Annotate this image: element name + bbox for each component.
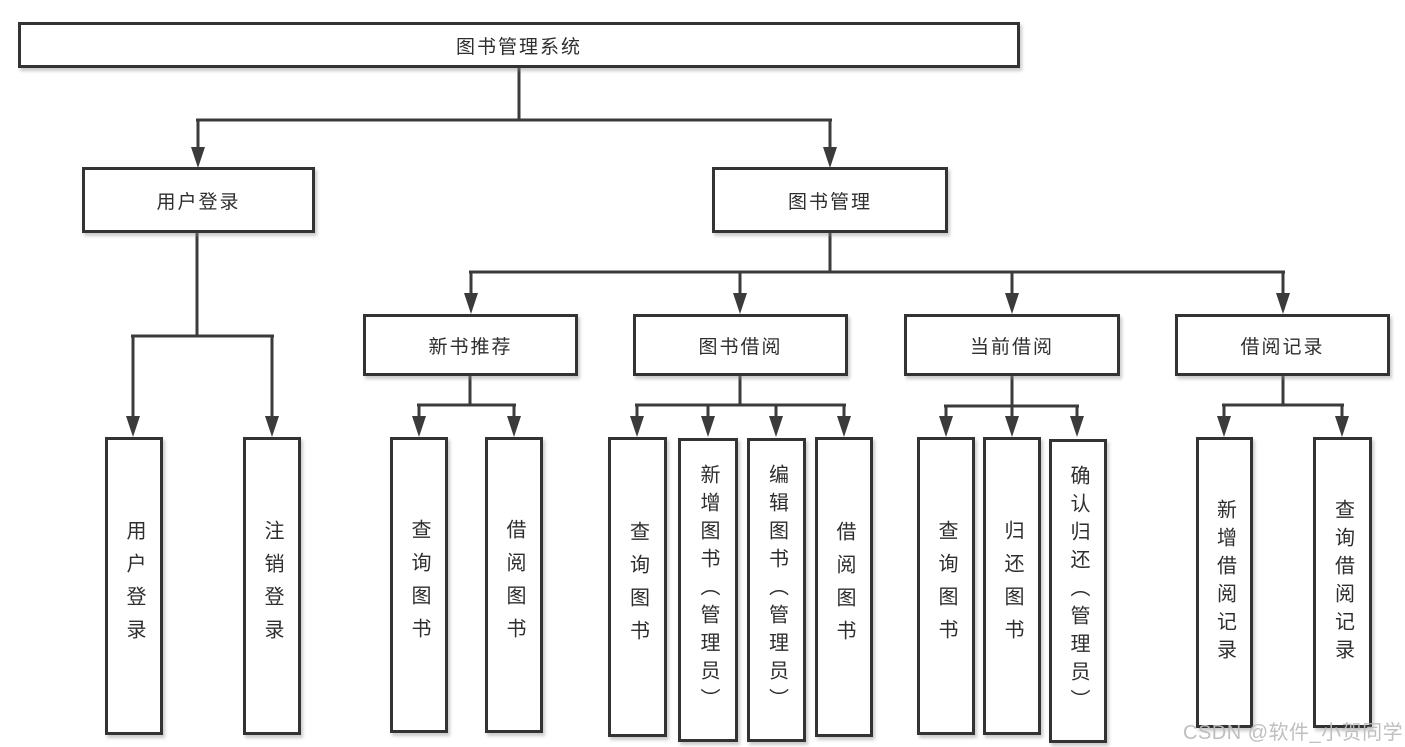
leaf-return-books: 归还图书 — [983, 437, 1041, 735]
node-user-login-label: 用户登录 — [156, 191, 241, 213]
leaf-borrowing-query-books-label: 查询图书 — [626, 521, 649, 653]
leaf-recommend-query-books-label: 查询图书 — [408, 519, 430, 651]
node-root-label: 图书管理系统 — [455, 36, 582, 58]
node-new-book-recommend-label: 新书推荐 — [428, 336, 513, 358]
node-current-borrowing-label: 当前借阅 — [969, 336, 1054, 358]
leaf-user-login: 用户登录 — [105, 437, 163, 735]
leaf-current-query-books-label: 查询图书 — [935, 520, 957, 652]
node-book-management: 图书管理 — [712, 167, 948, 233]
node-book-borrowing-label: 图书借阅 — [698, 336, 783, 358]
leaf-add-borrow-record: 新增借阅记录 — [1196, 437, 1253, 728]
leaf-logout-label: 注销登录 — [261, 520, 283, 652]
node-root: 图书管理系统 — [18, 22, 1020, 68]
csdn-watermark: CSDN @软件_小贺同学 — [1183, 722, 1404, 744]
leaf-confirm-return-admin: 确认归还（管理员） — [1049, 439, 1107, 743]
leaf-edit-book-admin: 编辑图书（管理员） — [747, 438, 806, 742]
node-new-book-recommend: 新书推荐 — [363, 314, 578, 376]
leaf-add-book-admin: 新增图书（管理员） — [678, 438, 738, 742]
leaf-confirm-return-admin-label: 确认归还（管理员） — [1067, 465, 1089, 717]
leaf-add-borrow-record-label: 新增借阅记录 — [1213, 498, 1236, 667]
leaf-add-book-admin-label: 新增图书（管理员） — [697, 464, 719, 716]
leaf-query-borrow-record: 查询借阅记录 — [1313, 437, 1372, 728]
node-current-borrowing: 当前借阅 — [904, 314, 1120, 376]
leaf-recommend-query-books: 查询图书 — [390, 437, 448, 733]
node-borrow-records: 借阅记录 — [1175, 314, 1390, 376]
node-borrow-records-label: 借阅记录 — [1240, 336, 1325, 358]
leaf-recommend-borrow-books-label: 借阅图书 — [503, 519, 525, 651]
leaf-current-query-books: 查询图书 — [917, 437, 975, 735]
node-book-management-label: 图书管理 — [787, 191, 872, 213]
node-book-borrowing: 图书借阅 — [633, 314, 848, 376]
leaf-borrowing-borrow-books-label: 借阅图书 — [833, 521, 855, 653]
leaf-return-books-label: 归还图书 — [1001, 520, 1023, 652]
leaf-query-borrow-record-label: 查询借阅记录 — [1331, 498, 1354, 667]
leaf-recommend-borrow-books: 借阅图书 — [485, 437, 543, 733]
node-user-login: 用户登录 — [82, 167, 315, 233]
leaf-user-login-label: 用户登录 — [123, 520, 145, 652]
leaf-logout: 注销登录 — [243, 437, 301, 735]
leaf-borrowing-borrow-books: 借阅图书 — [815, 437, 873, 737]
leaf-edit-book-admin-label: 编辑图书（管理员） — [765, 464, 788, 716]
leaf-borrowing-query-books: 查询图书 — [608, 437, 667, 737]
